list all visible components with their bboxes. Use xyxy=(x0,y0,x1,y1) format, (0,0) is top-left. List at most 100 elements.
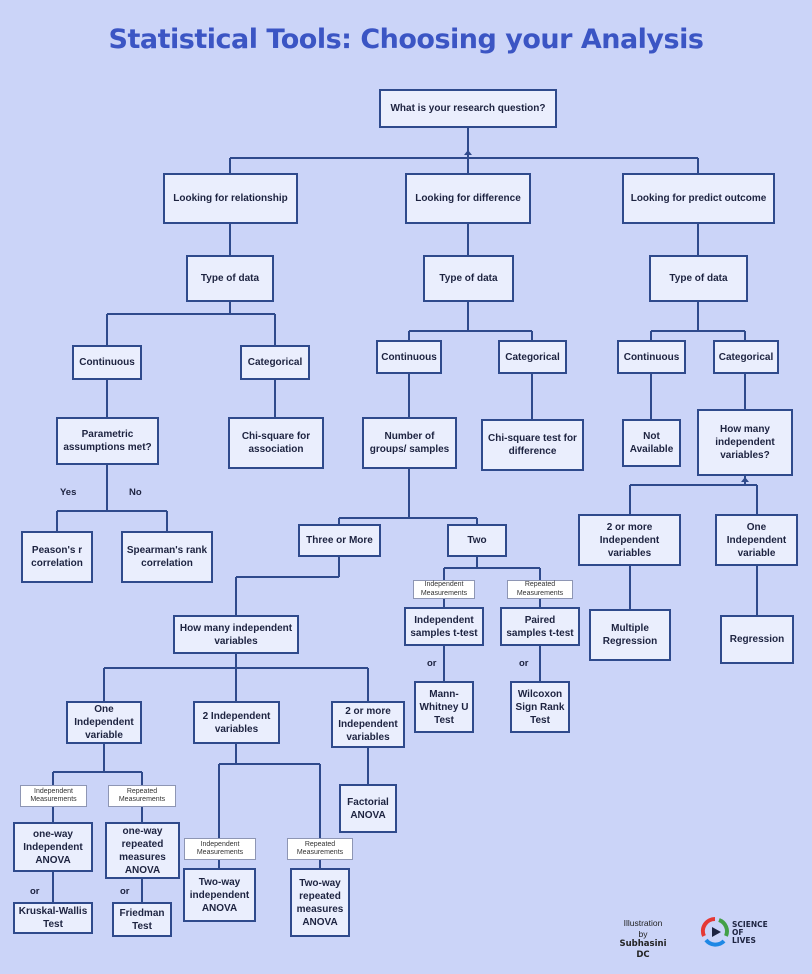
independent-measurements-tag: Independent Measurements xyxy=(184,838,256,860)
oneway-repeated-anova-box: one-way repeated measures ANOVA xyxy=(105,822,180,879)
twoway-independent-anova-box: Two-way independent ANOVA xyxy=(183,868,256,922)
type-of-data-relationship-box: Type of data xyxy=(186,255,274,302)
two-or-more-iv-predict-label: 2 or more Independent variables xyxy=(599,521,660,559)
parametric-label: Parametric assumptions met? xyxy=(63,429,152,453)
independent-measurements-tag: Independent Measurements xyxy=(413,580,475,599)
categorical-relationship-box: Categorical xyxy=(240,345,310,380)
repeated-measurements-tag: Repeated Measurements xyxy=(507,580,573,599)
repeated-measurements-tag: Repeated Measurements xyxy=(287,838,353,860)
two-iv-label: 2 Independent variables xyxy=(202,710,271,735)
how-many-iv-predict-label: How many independent variables? xyxy=(715,424,775,461)
independent-measurements-tag: Independent Measurements xyxy=(20,785,87,807)
independent-measurements-text: Independent Measurements xyxy=(420,581,468,597)
continuous-label: Continuous xyxy=(381,351,437,363)
chi-square-difference-label: Chi-square test for difference xyxy=(488,433,577,457)
independent-t-test-label: Independent samples t-test xyxy=(410,614,478,639)
friedman-label: Friedman Test xyxy=(119,907,165,932)
repeated-measurements-text: Repeated Measurements xyxy=(118,787,166,803)
categorical-predict-box: Categorical xyxy=(713,340,779,374)
factorial-anova-box: Factorial ANOVA xyxy=(339,784,397,833)
or-label: or xyxy=(427,658,437,669)
pearson-label: Peason's r correlation xyxy=(31,545,83,569)
credit-line-2: by xyxy=(638,928,648,939)
illustration-credit: Illustration by Subhasini DC xyxy=(612,918,674,961)
oneway-independent-anova-label: one-way Independent ANOVA xyxy=(23,828,83,866)
number-of-groups-label: Number of groups/ samples xyxy=(369,431,450,455)
repeated-measurements-text: Repeated Measurements xyxy=(296,840,344,856)
multiple-regression-box: Multiple Regression xyxy=(589,609,671,661)
not-available-box: Not Available xyxy=(622,419,681,467)
continuous-label: Continuous xyxy=(79,357,135,368)
credit-author: Subhasini DC xyxy=(619,939,667,960)
type-of-data-difference-box: Type of data xyxy=(423,255,514,302)
three-or-more-label: Three or More xyxy=(306,535,373,546)
predict-label: Looking for predict outcome xyxy=(630,193,767,204)
or-label: or xyxy=(519,658,529,669)
chi-square-association-box: Chi-square for association xyxy=(228,417,324,469)
logo-wordmark: SCIENCE OF LIVES xyxy=(732,920,768,945)
type-of-data-label: Type of data xyxy=(200,273,260,284)
root-question-box: What is your research question? xyxy=(379,89,557,128)
paired-t-test-label: Paired samples t-test xyxy=(506,614,574,639)
two-or-more-iv-box: 2 or more Independent variables xyxy=(331,701,405,748)
relationship-box: Looking for relationship xyxy=(163,173,298,224)
one-iv-label: One Independent variable xyxy=(74,704,134,741)
friedman-box: Friedman Test xyxy=(112,902,172,937)
categorical-difference-box: Categorical xyxy=(498,340,567,374)
two-box: Two xyxy=(447,524,507,557)
mann-whitney-box: Mann-Whitney U Test xyxy=(414,681,474,733)
how-many-iv-predict-box: How many independent variables? xyxy=(697,409,793,476)
independent-measurements-text: Independent Measurements xyxy=(30,787,77,803)
how-many-iv-box: How many independent variables xyxy=(173,615,299,654)
twoway-independent-anova-label: Two-way independent ANOVA xyxy=(189,876,250,914)
type-of-data-label: Type of data xyxy=(669,273,728,284)
categorical-label: Categorical xyxy=(247,357,303,368)
wilcoxon-label: Wilcoxon Sign Rank Test xyxy=(515,688,565,726)
categorical-label: Categorical xyxy=(505,351,560,363)
repeated-measurements-tag: Repeated Measurements xyxy=(108,785,176,807)
yes-label: Yes xyxy=(60,487,77,498)
kruskal-wallis-label: Kruskal-Wallis Test xyxy=(18,906,88,930)
chi-square-difference-box: Chi-square test for difference xyxy=(481,419,584,471)
oneway-independent-anova-box: one-way Independent ANOVA xyxy=(13,822,93,872)
twoway-repeated-anova-label: Two-way repeated measures ANOVA xyxy=(296,877,344,928)
chi-square-association-label: Chi-square for association xyxy=(241,431,311,455)
spearman-box: Spearman's rank correlation xyxy=(121,531,213,583)
page-title: Statistical Tools: Choosing your Analysi… xyxy=(108,24,704,55)
spearman-label: Spearman's rank correlation xyxy=(126,545,208,569)
factorial-anova-label: Factorial ANOVA xyxy=(347,796,389,821)
three-or-more-box: Three or More xyxy=(298,524,381,557)
difference-box: Looking for difference xyxy=(405,173,531,224)
relationship-label: Looking for relationship xyxy=(173,193,288,204)
wilcoxon-box: Wilcoxon Sign Rank Test xyxy=(510,681,570,733)
mann-whitney-label: Mann-Whitney U Test xyxy=(419,688,469,726)
science-of-lives-logo-icon xyxy=(700,916,729,947)
independent-t-test-box: Independent samples t-test xyxy=(404,607,484,646)
repeated-measurements-text: Repeated Measurements xyxy=(516,581,564,597)
number-of-groups-box: Number of groups/ samples xyxy=(362,417,457,469)
one-iv-predict-label: One Independent variable xyxy=(726,521,787,559)
oneway-repeated-anova-label: one-way repeated measures ANOVA xyxy=(119,825,166,876)
twoway-repeated-anova-box: Two-way repeated measures ANOVA xyxy=(290,868,350,937)
credit-line-1: Illustration xyxy=(623,918,663,928)
not-available-label: Not Available xyxy=(629,431,674,455)
one-iv-box: One Independent variable xyxy=(66,701,142,744)
continuous-relationship-box: Continuous xyxy=(72,345,142,380)
two-label: Two xyxy=(467,535,487,546)
kruskal-wallis-box: Kruskal-Wallis Test xyxy=(13,902,93,934)
two-iv-box: 2 Independent variables xyxy=(193,701,280,744)
continuous-difference-box: Continuous xyxy=(376,340,442,374)
or-label: or xyxy=(30,886,40,897)
regression-box: Regression xyxy=(720,615,794,664)
parametric-box: Parametric assumptions met? xyxy=(56,417,159,465)
type-of-data-label: Type of data xyxy=(439,273,498,284)
continuous-label: Continuous xyxy=(623,351,680,363)
or-label: or xyxy=(120,886,130,897)
root-question-label: What is your research question? xyxy=(390,103,546,114)
difference-label: Looking for difference xyxy=(415,193,521,204)
one-iv-predict-box: One Independent variable xyxy=(715,514,798,566)
two-or-more-iv-predict-box: 2 or more Independent variables xyxy=(578,514,681,566)
type-of-data-predict-box: Type of data xyxy=(649,255,748,302)
multiple-regression-label: Multiple Regression xyxy=(602,623,658,647)
how-many-iv-label: How many independent variables xyxy=(179,622,293,647)
